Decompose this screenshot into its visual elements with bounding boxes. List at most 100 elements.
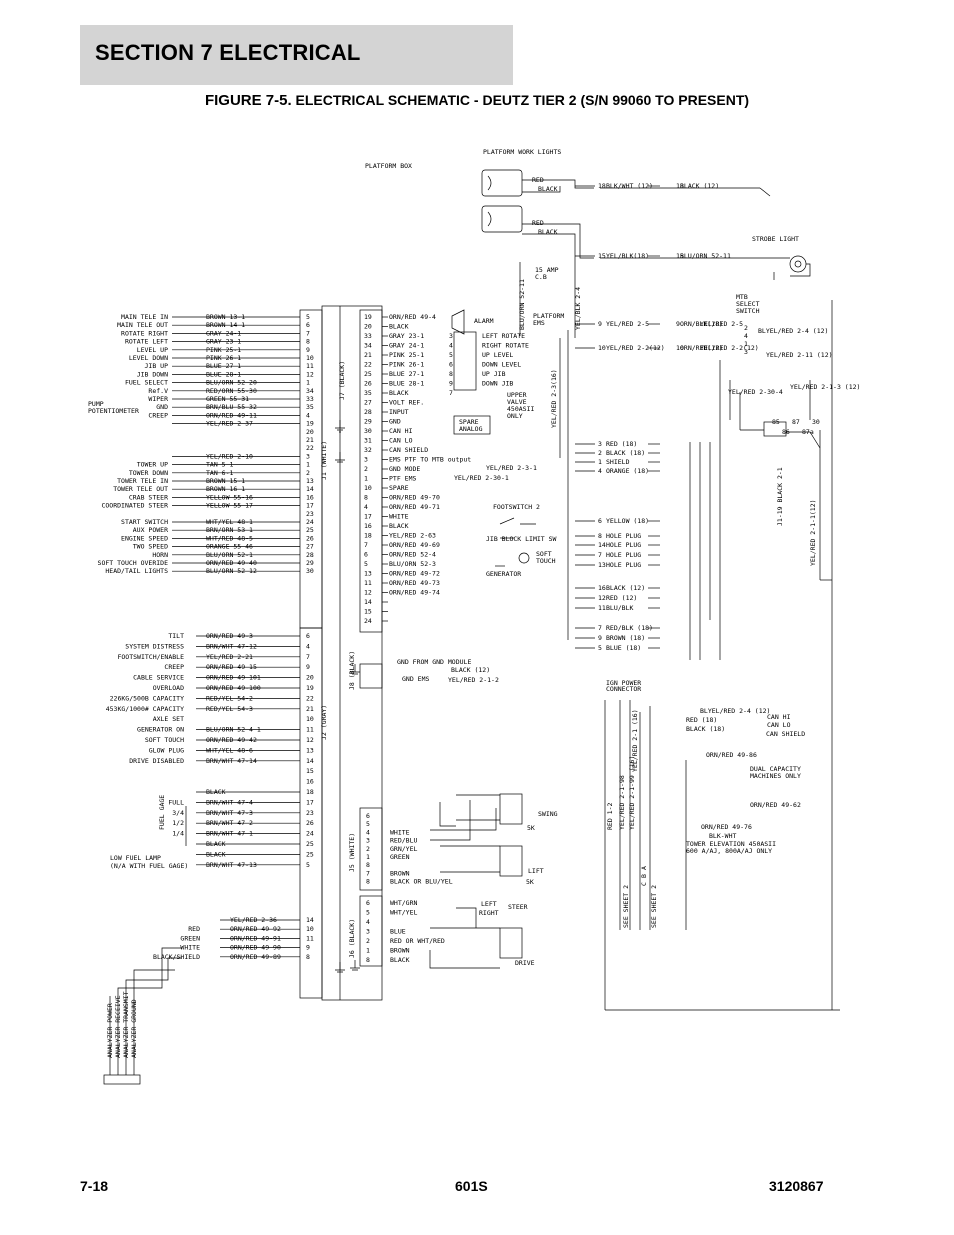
j1-pin-number: 23 xyxy=(306,510,314,518)
j2-lower-function: RED xyxy=(188,925,200,933)
right-wire-label: YEL/BLK(18) xyxy=(606,252,649,260)
j1-pin-number: 12 xyxy=(306,370,314,378)
j1-pin-number: 28 xyxy=(306,551,314,559)
relay-pin-label: 30 xyxy=(812,418,820,426)
j7-wire-label: ORN/RED 49-69 xyxy=(389,541,440,549)
mtb-pin: 1 xyxy=(744,340,748,348)
j1-function-label: MAIN TELE OUT xyxy=(117,321,168,329)
j5-pin-number: 7 xyxy=(366,869,370,877)
j2-lower-function: GREEN xyxy=(180,934,200,942)
j5-wire-label: GREEN xyxy=(390,853,410,861)
j7-wire-label: BLU/ORN 52-3 xyxy=(389,560,436,568)
work-light-2 xyxy=(481,205,523,233)
section-header-band xyxy=(80,25,513,85)
j1-function-label: JIB UP xyxy=(145,362,169,370)
lift-label: LIFT xyxy=(528,867,544,875)
figure-title: FIGURE 7-5. ELECTRICAL SCHEMATIC - DEUTZ… xyxy=(0,92,954,109)
wire-label: YEL/RED 2-1-2 xyxy=(448,676,499,684)
j7-wire-label: CAN HI xyxy=(389,427,413,435)
j7-pin-number: 26 xyxy=(364,380,372,388)
j7-pin-2: 3 xyxy=(449,332,453,340)
j7-wire-label: CAN SHIELD xyxy=(389,446,428,454)
figure-number: FIGURE 7-5. xyxy=(204,92,292,109)
mtb-pin: 3 xyxy=(744,348,748,356)
relay-pin-label: 87 xyxy=(792,418,800,426)
j7-wire-label: BLACK xyxy=(389,522,409,530)
upper-valve-label: ONLY xyxy=(507,412,523,420)
j7-pin-number: 24 xyxy=(364,617,372,625)
j6-pin-number: 3 xyxy=(366,928,370,936)
j2-function-label: OVERLOAD xyxy=(153,684,184,692)
j2-pin-number: 18 xyxy=(306,788,314,796)
right-wire-pin: 18 xyxy=(598,182,606,190)
work-light-red: RED xyxy=(532,176,544,184)
j5-pin-number: 6 xyxy=(366,812,370,820)
j2-lower-pin: 11 xyxy=(306,934,314,942)
j2-lower-pin: 8 xyxy=(306,953,310,961)
swing-label: SWING xyxy=(538,810,558,818)
j2-pin-number: 19 xyxy=(306,684,314,692)
wire-label: J1-19 BLACK 2-1 xyxy=(776,467,784,526)
gnd-ems-label: GND EMS xyxy=(402,675,429,683)
figure-caption: ELECTRICAL SCHEMATIC - DEUTZ TIER 2 (S/N… xyxy=(295,92,750,108)
j2-pin-number: 10 xyxy=(306,715,314,723)
steer-label: STEER xyxy=(508,903,528,911)
wire-label: BLYEL/RED 2-4 (12) xyxy=(700,707,770,715)
wire-label: CAN LO xyxy=(767,721,791,729)
right-wire-label: BROWN (18) xyxy=(606,634,645,642)
j2-function-label: SYSTEM DISTRESS xyxy=(125,642,184,650)
j7-pin-number: 17 xyxy=(364,513,372,521)
right-wire-label: BLU/BLK xyxy=(606,604,633,612)
upper-valve-label: VALVE xyxy=(507,398,527,406)
j1-function-label: TOWER UP xyxy=(137,461,168,469)
mtb-select-label: SWITCH xyxy=(736,307,760,315)
alarm-label: ALARM xyxy=(474,317,494,325)
j7-pin-number: 7 xyxy=(364,541,368,549)
upper-valve-label: UPPER xyxy=(507,391,527,399)
j7-pin-number: 1 xyxy=(364,475,368,483)
j7-pin-number: 6 xyxy=(364,551,368,559)
right-wire-label: YEL/RED 2-2(12) xyxy=(606,344,665,352)
work-lights-label: PLATFORM WORK LIGHTS xyxy=(483,148,561,156)
pump-pot-label: PUMP xyxy=(88,400,104,408)
j7-wire-label: SPARE xyxy=(389,484,409,492)
j6-wire-label: BLACK xyxy=(390,956,410,964)
j2-function-label: GLOW PLUG xyxy=(149,746,184,754)
relay-pin-label: 87a xyxy=(802,428,814,436)
j7-connector-label: J7 (BLACK) xyxy=(338,361,346,400)
j2-pin-number: 23 xyxy=(306,809,314,817)
tower-elevation-label: 600 A/AJ, 800A/AJ ONLY xyxy=(686,847,772,855)
sheet-letter: C xyxy=(640,882,648,886)
right-wire-label: YEL/RED 2-5 xyxy=(606,320,649,328)
j2-pin-number: 25 xyxy=(306,840,314,848)
right-wire-pin: 16 xyxy=(598,584,606,592)
right-wire-pin: 8 xyxy=(598,532,602,540)
right-wire-label-2: BLU/ORN 52-11 xyxy=(680,252,731,260)
j2-pin-number: 5 xyxy=(306,861,310,869)
j2-function-label: AXLE SET xyxy=(153,715,184,723)
model-number: 601S xyxy=(455,1178,488,1194)
j7-pin-number: 10 xyxy=(364,484,372,492)
right-wire-pin-2: 9 xyxy=(676,320,680,328)
j7-pin-number: 20 xyxy=(364,323,372,331)
j7-pin-number: 4 xyxy=(364,503,368,511)
j7-pin-number: 31 xyxy=(364,437,372,445)
j7-wire-label: PINK 26-1 xyxy=(389,361,424,369)
work-light-black: BLACK xyxy=(538,185,558,193)
j7-pin-number: 15 xyxy=(364,608,372,616)
j1-function-label: HEAD/TAIL LIGHTS xyxy=(105,567,168,575)
pump-pot-label: POTENTIOMETER xyxy=(88,407,139,415)
j6-wire-label: WHT/GRN xyxy=(390,899,417,907)
j1-pin-number: 7 xyxy=(306,329,310,337)
j2-lower-pin: 10 xyxy=(306,925,314,933)
platform-ems-label: PLATFORM xyxy=(533,312,564,320)
right-wire-label-2: ORN/BLK(18) xyxy=(680,320,723,328)
j5-wire-label: BROWN xyxy=(390,869,410,877)
j1-pin-number: 11 xyxy=(306,362,314,370)
spare-analog-label: ANALOG xyxy=(459,425,483,433)
j6-wire-label: BLUE xyxy=(390,928,406,936)
fuel-gage-label: FUEL GAGE xyxy=(158,795,166,830)
section-header: SECTION 7 ELECTRICAL xyxy=(95,40,361,65)
j2-function-label: 1/2 xyxy=(172,819,184,827)
j7-function-label: DOWN JIB xyxy=(482,380,513,388)
